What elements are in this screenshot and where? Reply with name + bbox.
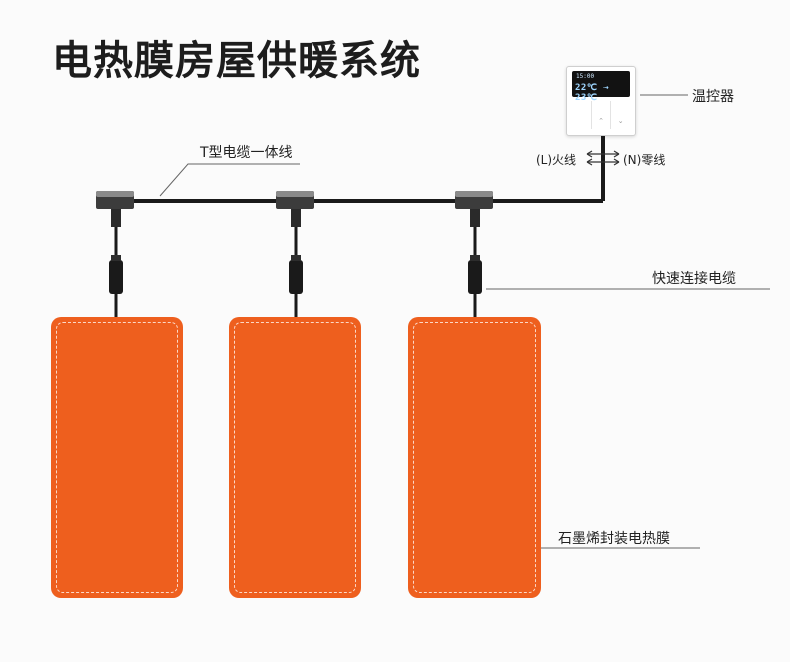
neutral-wire-label: (N)零线 [623, 153, 666, 167]
t-connector [96, 191, 134, 227]
thermostat-button [572, 101, 591, 129]
drop-cable-2 [289, 227, 303, 318]
wire-arrows-icon [586, 150, 620, 166]
thermostat-button: ⌄ [610, 101, 630, 129]
thermostat-screen: 15:00 22℃ ⇢ 23℃ [572, 71, 630, 103]
heating-film-panel [51, 317, 183, 598]
thermostat-button: ⌃ [590, 101, 611, 129]
t-connector [276, 191, 314, 227]
thermostat-time: 15:00 [576, 73, 595, 80]
thermostat-device: 15:00 22℃ ⇢ 23℃ ⌃ ⌄ [566, 66, 636, 136]
live-wire-label: (L)火线 [536, 153, 577, 167]
thermostat-buttons: ⌃ ⌄ [572, 101, 630, 129]
heating-film-panel [229, 317, 361, 598]
drop-cable-1 [109, 227, 123, 318]
thermostat-label: 温控器 [692, 89, 734, 105]
heating-film-panel [408, 317, 541, 598]
drop-cable-3 [468, 227, 482, 318]
t-connector [455, 191, 493, 227]
t-cable-label: T型电缆一体线 [200, 145, 293, 161]
diagram-title: 电热膜房屋供暖系统 [52, 38, 421, 84]
quick-connect-label: 快速连接电缆 [652, 271, 736, 287]
thermostat-temperature: 22℃ ⇢ 23℃ [575, 83, 610, 103]
heating-film-label: 石墨烯封装电热膜 [558, 531, 670, 547]
leader-t-cable [159, 163, 300, 197]
